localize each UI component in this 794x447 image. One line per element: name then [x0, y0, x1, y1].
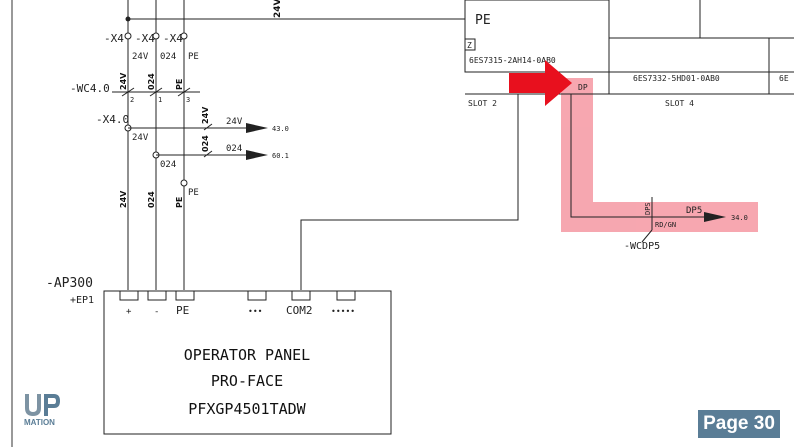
label-sub-24v: 24V [132, 52, 149, 62]
tick-a1 [203, 123, 213, 131]
device-tag: -AP300 [46, 276, 93, 291]
wc40-num-1: 1 [158, 96, 162, 104]
wc40-tick2 [149, 87, 163, 97]
node-label-24v: 24V [132, 133, 149, 143]
plc-slot4: SLOT 4 [665, 99, 694, 108]
dp-rdgn: RD/GN [655, 221, 676, 229]
wc40-num-2: 2 [130, 96, 134, 104]
arrow-dp-head [704, 212, 726, 222]
label-sub-024: 024 [160, 52, 176, 62]
label-x4-c: -X4 [163, 32, 183, 45]
plc-pe-label: PE [475, 13, 491, 28]
label-wc40: -WC4.0 [70, 82, 110, 95]
wire-label-w4: 024 [147, 191, 156, 208]
terminal-x40-pe [180, 179, 188, 187]
node-label-pe: PE [188, 188, 199, 198]
wc40-tick1 [121, 87, 135, 97]
page-badge: Page 30 [698, 410, 780, 438]
pin-plus-box [119, 290, 139, 301]
wire-label-w1: 24V [201, 106, 210, 124]
pin-pe: PE [176, 304, 189, 317]
pin-minus-box [147, 290, 167, 301]
device-location: +EP1 [70, 295, 94, 306]
wire-com2 [300, 94, 519, 290]
plc-z-label: Z [467, 41, 472, 50]
wc40-num-3: 3 [186, 96, 190, 104]
logo: MATION [24, 394, 60, 427]
plc-z-box [464, 38, 476, 51]
wire-label-w2: 024 [201, 135, 210, 152]
arrow-60 [246, 150, 268, 160]
dp-cable-name: -WCDP5 [624, 241, 660, 252]
dp-ref: 34.0 [731, 214, 748, 222]
wc40-tick3 [177, 87, 191, 97]
pin-minus: - [154, 307, 159, 317]
plc-part1: 6ES7315-2AH14-0AB0 [469, 56, 556, 65]
pin-com2: COM2 [286, 304, 313, 317]
arrow1-ref: 43.0 [272, 125, 289, 133]
dp-dp5: DP5 [686, 206, 702, 216]
plc-part2: 6ES7332-5HD01-0AB0 [633, 74, 720, 83]
terminal-x4-2 [152, 32, 160, 40]
plc-slot2: SLOT 2 [468, 99, 497, 108]
bus-label-24v: 24V [273, 0, 283, 18]
label-x4-b: -X4 [135, 32, 155, 45]
arrow2-ref: 60.1 [272, 152, 289, 160]
pin-dots1-box [247, 290, 267, 301]
wc40-label-24v: 24V [119, 72, 128, 90]
node-label-024: 024 [160, 160, 176, 170]
device-line3: PFXGP4501TADW [188, 400, 306, 418]
wire-label-w5: PE [175, 197, 184, 208]
dp-highlight [561, 78, 758, 232]
red-arrow-icon [509, 60, 572, 106]
pin-dots2: ••••• [331, 307, 355, 316]
logo-sub: MATION [24, 418, 55, 427]
device-line1: OPERATOR PANEL [184, 346, 310, 364]
wire-dp [570, 94, 723, 218]
wire-label-w3: 24V [119, 190, 128, 208]
plc-dp-label: DP [578, 83, 588, 92]
tick-a2 [203, 150, 213, 158]
label-x40: -X4.0 [96, 113, 129, 126]
pin-dots2-box [336, 290, 356, 301]
dp-cable-lead [641, 229, 653, 243]
pin-com2-box [291, 290, 311, 301]
arrow1-label: 24V [226, 117, 243, 127]
pin-pe-box [175, 290, 195, 301]
plc-part3: 6E [779, 74, 789, 83]
arrow2-label: 024 [226, 144, 242, 154]
device-box [103, 290, 392, 435]
label-sub-pe: PE [188, 52, 199, 62]
terminal-x4-3 [180, 32, 188, 40]
terminal-x4-1 [124, 32, 132, 40]
label-x4-a: -X4 [104, 32, 124, 45]
wc40-label-024: 024 [147, 73, 156, 90]
dp-dps: DPS [644, 202, 652, 215]
pin-dots1: ••• [248, 307, 262, 316]
arrow-43 [246, 123, 268, 133]
device-line2: PRO-FACE [211, 372, 283, 390]
wc40-label-pe: PE [175, 79, 184, 90]
pin-plus: + [126, 307, 132, 317]
